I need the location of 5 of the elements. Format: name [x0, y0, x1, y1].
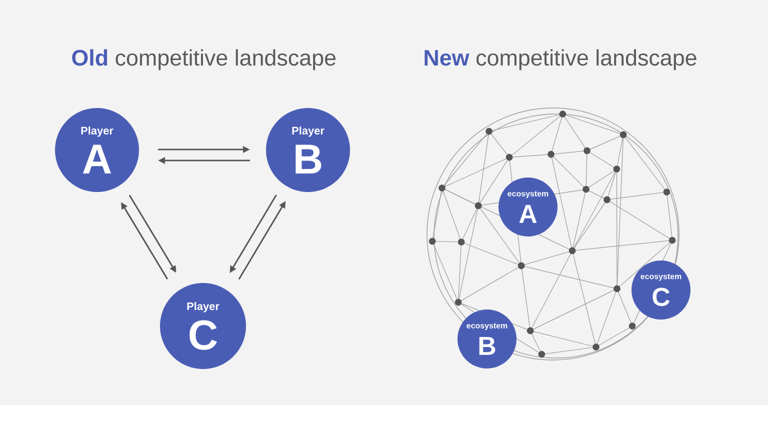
heading: Old competitive landscape — [72, 49, 336, 70]
circle-node: Player C — [160, 283, 246, 369]
circle-node: Player A — [55, 108, 139, 192]
circle-node: Player B — [266, 108, 350, 192]
heading: New competitive landscape — [424, 49, 696, 70]
